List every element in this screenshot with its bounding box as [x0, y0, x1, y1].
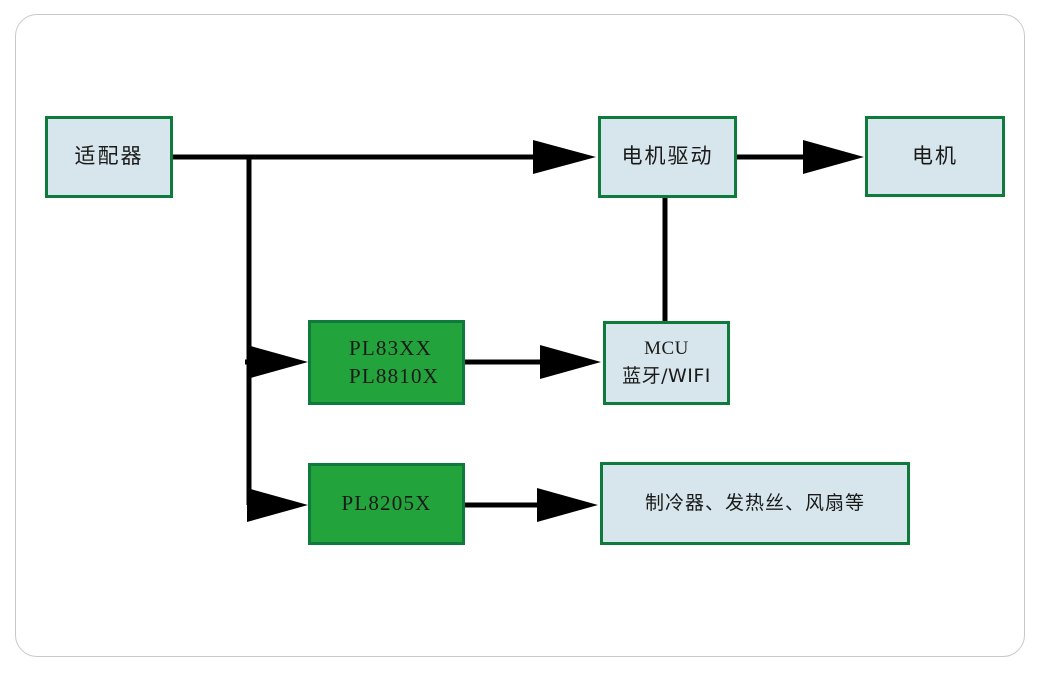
node-motor-driver[interactable]: 电机驱动 — [598, 116, 737, 198]
node-motor[interactable]: 电机 — [865, 116, 1005, 197]
node-mcu-line2: 蓝牙/WIFI — [622, 365, 711, 387]
node-adapter[interactable]: 适配器 — [45, 116, 173, 198]
node-chip-pl83xx[interactable]: PL83XX PL8810X — [308, 320, 465, 405]
node-motor-driver-label: 电机驱动 — [621, 144, 714, 169]
node-loads[interactable]: 制冷器、发热丝、风扇等 — [600, 462, 910, 545]
diagram-frame — [15, 14, 1025, 657]
node-adapter-label: 适配器 — [74, 144, 144, 169]
node-motor-label: 电机 — [912, 143, 958, 168]
node-chip-pl83xx-line2: PL8810X — [349, 363, 440, 388]
node-mcu-label: MCU 蓝牙/WIFI — [622, 335, 711, 390]
node-chip-pl8205x-label: PL8205X — [341, 491, 432, 516]
node-chip-pl83xx-line1: PL83XX — [349, 335, 433, 360]
node-loads-label: 制冷器、发热丝、风扇等 — [644, 491, 865, 514]
node-mcu[interactable]: MCU 蓝牙/WIFI — [603, 321, 730, 405]
node-chip-pl8205x[interactable]: PL8205X — [308, 463, 465, 545]
node-mcu-line1: MCU — [644, 338, 689, 360]
node-chip-pl83xx-label: PL83XX PL8810X — [311, 335, 462, 390]
